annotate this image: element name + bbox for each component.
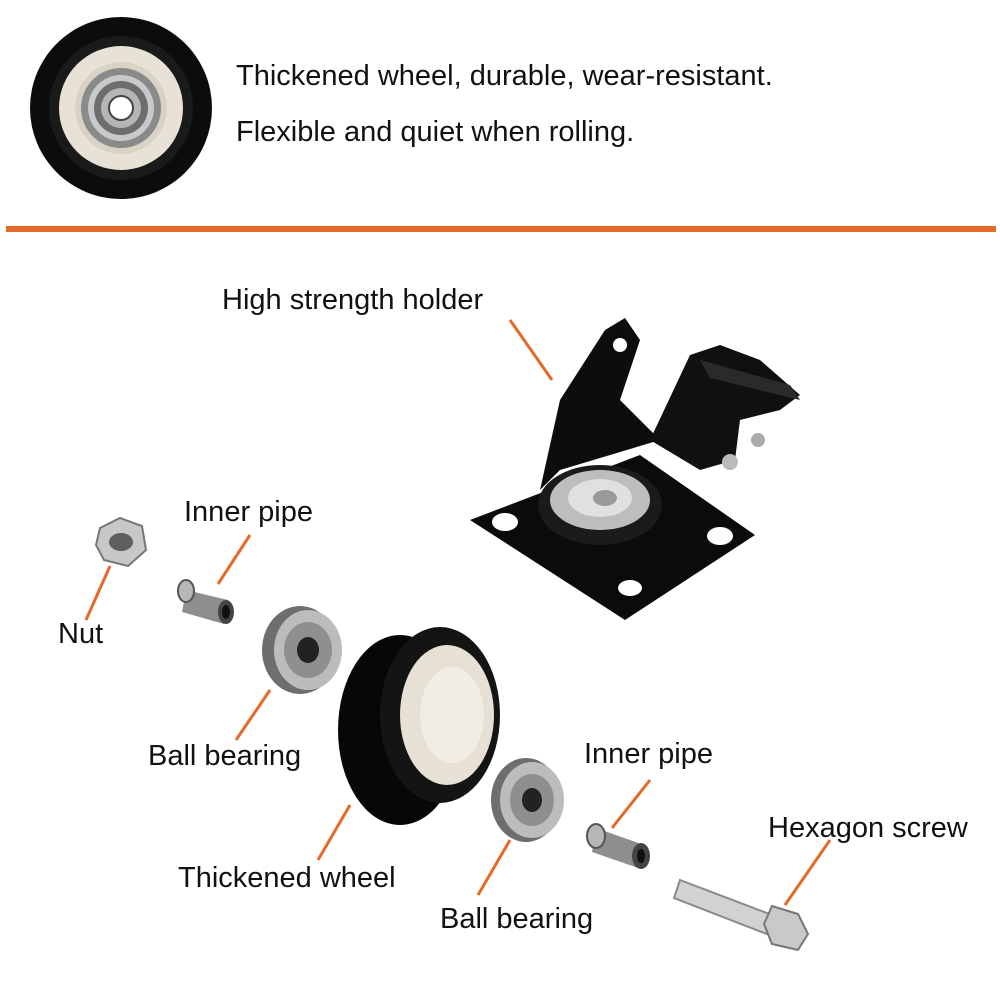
- ball-bearing-left-callout-line: [234, 689, 272, 741]
- holder-callout-line: [508, 319, 554, 381]
- section-divider: [6, 226, 996, 232]
- thickened-wheel-label: Thickened wheel: [178, 862, 396, 894]
- inner-pipe-right-image: [586, 823, 650, 869]
- ball-bearing-left-label: Ball bearing: [148, 740, 302, 772]
- hexagon-screw-image: [672, 878, 810, 952]
- inner-pipe-top-label: Inner pipe: [184, 496, 313, 528]
- hexagon-screw-callout-line: [783, 839, 832, 906]
- thickened-wheel-callout-line: [316, 804, 352, 861]
- feature-text-line-1: Thickened wheel, durable, wear-resistant…: [236, 60, 773, 92]
- wheel-front-view-image: [30, 17, 212, 199]
- inner-pipe-right-callout-line: [610, 779, 652, 829]
- ball-bearing-bottom-label: Ball bearing: [440, 903, 594, 935]
- callout-lines: [84, 319, 832, 906]
- ball-bearing-bottom-callout-line: [476, 839, 512, 896]
- ball-bearing-bottom-image: [491, 758, 564, 842]
- nut-image: [94, 516, 148, 568]
- nut-label: Nut: [58, 618, 104, 650]
- ball-bearing-left-image: [262, 606, 342, 694]
- nut-callout-line: [84, 565, 112, 621]
- hexagon-screw-label: Hexagon screw: [768, 812, 968, 844]
- thickened-wheel-image: [338, 627, 500, 825]
- feature-text-line-2: Flexible and quiet when rolling.: [236, 116, 635, 148]
- holder-label: High strength holder: [222, 284, 484, 316]
- inner-pipe-top-callout-line: [216, 534, 252, 585]
- inner-pipe-right-label: Inner pipe: [584, 738, 713, 770]
- holder-image: [470, 318, 800, 620]
- inner-pipe-top-image: [177, 579, 234, 624]
